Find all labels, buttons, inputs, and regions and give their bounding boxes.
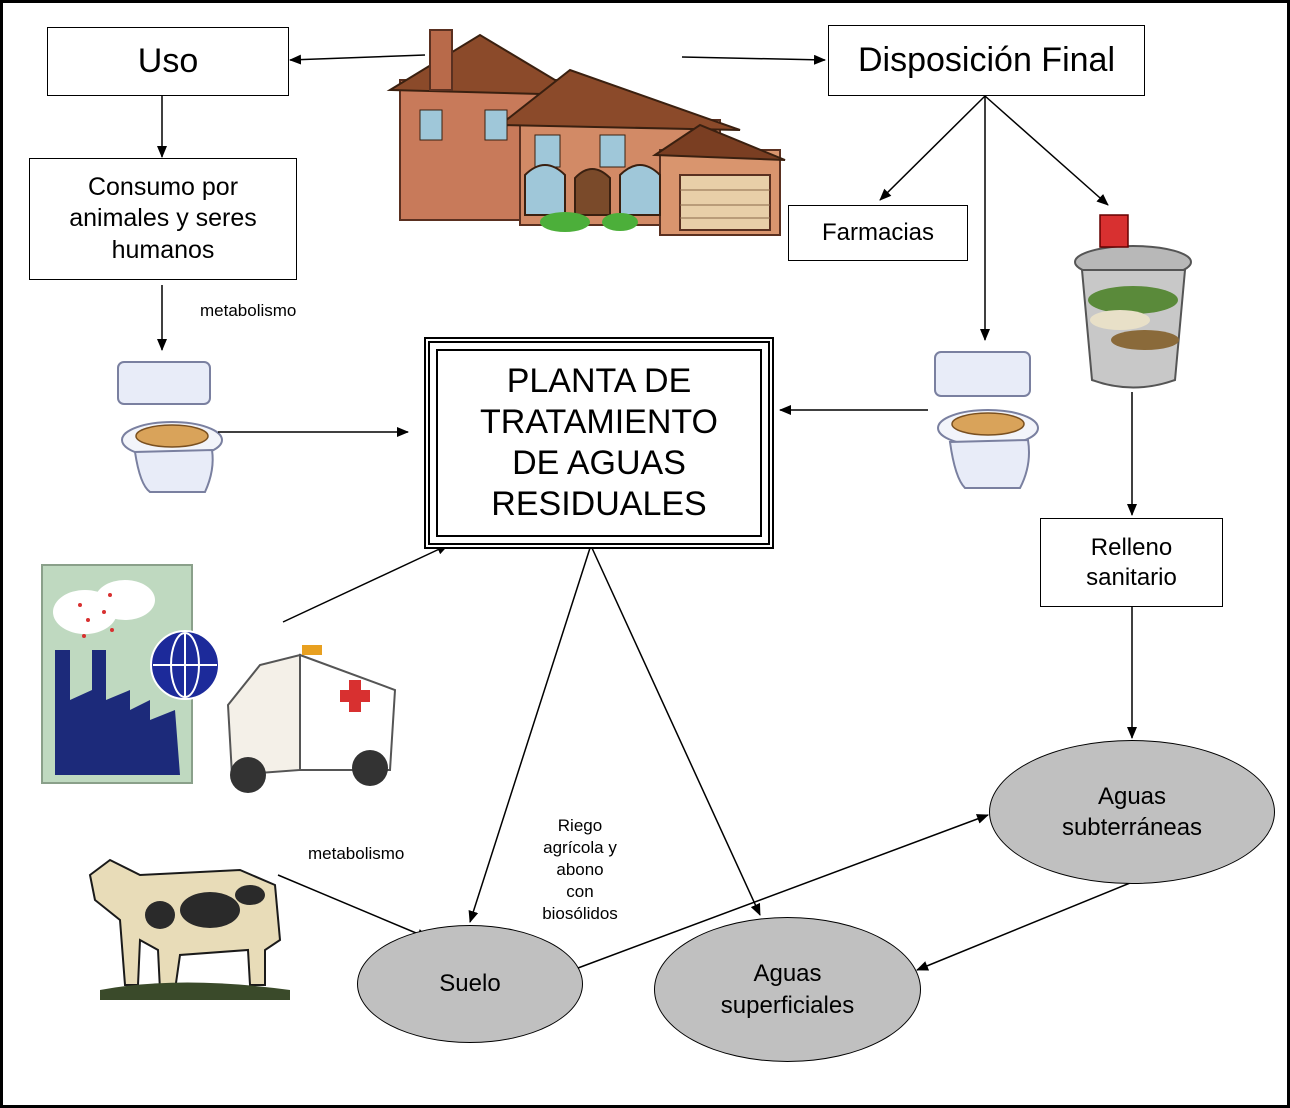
arrow-industry-to-planta (282, 544, 449, 623)
node-suelo: Suelo (357, 925, 583, 1043)
node-superficiales-line: superficiales (720, 991, 855, 1019)
node-aguas-subterraneas: Aguas subterráneas (989, 740, 1275, 884)
node-uso: Uso (47, 27, 289, 96)
node-disposicion-label: Disposición Final (858, 41, 1115, 80)
label-metabolismo-bottom: metabolismo (308, 844, 405, 863)
node-subterraneas-line: Aguas (1097, 782, 1167, 810)
arrow-cow-to-suelo (277, 874, 429, 939)
ambulance-icon (226, 645, 397, 793)
label-riego-line: abono (556, 860, 604, 880)
label-metabolismo-top: metabolismo (200, 301, 297, 320)
arrow-house-to-disposicion (681, 54, 826, 65)
arrow-subterraneas-to-superficiales (916, 882, 1131, 971)
node-planta-tratamiento: PLANTA DE TRATAMIENTO DE AGUAS RESIDUALE… (424, 337, 774, 549)
node-consumo-line: humanos (111, 235, 215, 264)
node-planta-line: RESIDUALES (491, 484, 707, 523)
node-farmacias: Farmacias (788, 205, 968, 261)
node-uso-label: Uso (137, 42, 199, 81)
node-relleno-line: Relleno (1090, 533, 1173, 561)
label-riego-line: agrícola y (543, 838, 617, 858)
label-riego-line: con (566, 882, 594, 902)
arrows (157, 54, 1137, 971)
arrow-disposicion-to-farmacias (879, 95, 986, 201)
house-icon (386, 29, 786, 236)
arrow-house-to-uso (289, 54, 426, 65)
node-consumo-line: animales y seres (69, 204, 257, 233)
node-consumo: Consumo por animales y seres humanos (29, 158, 297, 280)
node-suelo-label: Suelo (439, 970, 501, 998)
label-riego-line: Riego (557, 816, 603, 835)
label-riego: Riego agrícola y abono con biosólidos (528, 815, 632, 925)
toilet-icon (934, 351, 1039, 489)
node-relleno-sanitario: Relleno sanitario (1040, 518, 1223, 607)
node-planta-line: DE AGUAS (512, 444, 686, 482)
label-riego-line: biosólidos (542, 904, 618, 924)
arrow-disposicion-to-trash (984, 95, 1109, 206)
arrow-planta-to-superficiales (591, 547, 761, 916)
node-disposicion-final: Disposición Final (828, 25, 1145, 96)
node-superficiales-line: Aguas (753, 960, 822, 988)
arrow-suelo-to-subterraneas (577, 814, 989, 969)
trash-can-icon (1074, 214, 1192, 389)
node-consumo-line: Consumo por (87, 173, 239, 202)
toilet-icon (117, 361, 223, 493)
node-subterraneas-line: subterráneas (1061, 814, 1203, 841)
node-relleno-line: sanitario (1086, 563, 1177, 591)
node-aguas-superficiales: Aguas superficiales (654, 917, 921, 1062)
arrow-planta-to-suelo (468, 547, 591, 923)
node-planta-line: TRATAMIENTO (480, 403, 718, 442)
planta-inner-border (436, 349, 762, 537)
cow-icon (88, 858, 290, 1000)
factory-icon (41, 564, 220, 784)
node-planta-line: PLANTA DE (506, 362, 692, 401)
node-farmacias-label: Farmacias (821, 219, 935, 246)
